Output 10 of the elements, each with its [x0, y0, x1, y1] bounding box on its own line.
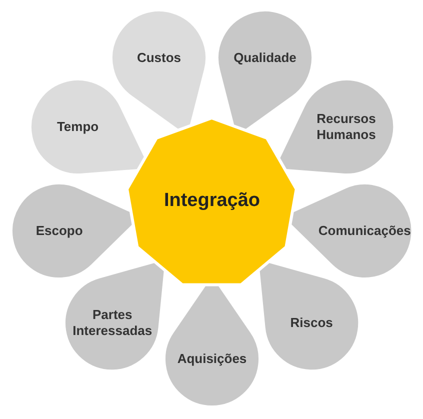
petal-label: Riscos — [289, 314, 334, 331]
petal-label: Custos — [136, 50, 182, 66]
petal-label: Qualidade — [232, 50, 298, 66]
petal-label: Partes Interessadas — [72, 306, 154, 339]
petal-label: Aquisições — [176, 350, 248, 368]
petal-label: Tempo — [56, 118, 100, 135]
petal-label: Comunicações — [317, 222, 412, 240]
petal-label: Recursos Humanos — [316, 110, 377, 143]
center-label: Integração — [164, 189, 260, 214]
petal-label: Escopo — [34, 222, 84, 240]
